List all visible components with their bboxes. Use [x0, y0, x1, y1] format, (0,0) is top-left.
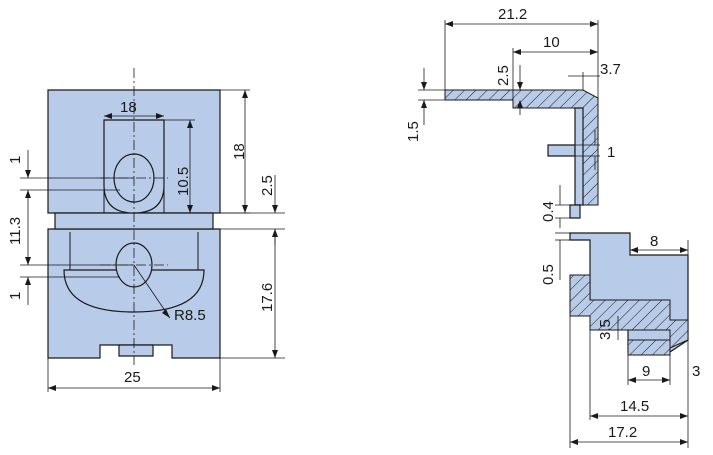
dim-slot-height: 10.5 — [175, 167, 192, 196]
dim-top-length: 21.2 — [498, 6, 527, 23]
side-pin — [547, 144, 576, 157]
dim-overall-left: 11.3 — [7, 217, 24, 245]
dim-bottom-14-5: 14.5 — [620, 398, 649, 415]
dim-wall: 3.7 — [600, 61, 621, 78]
side-view: 21.2 10 2.5 3.7 1.5 1 0.4 0.5 — [405, 6, 700, 448]
dim-bottom-3: 3 — [692, 363, 700, 380]
dim-height-lower: 17.6 — [259, 283, 276, 312]
dim-radius: R8.5 — [174, 307, 206, 324]
dim-pin: 1 — [607, 144, 615, 161]
front-view: 18 18 10.5 2.5 17.6 — [7, 68, 285, 392]
dim-top-width: 18 — [120, 99, 137, 116]
front-bottom-notch — [118, 344, 154, 357]
dim-top-step: 2.5 — [495, 65, 512, 86]
dim-left-bottom-small: 1 — [7, 292, 24, 300]
dim-gap-upper: 0.4 — [540, 201, 557, 222]
dim-hook-height: 3.5 — [597, 319, 614, 340]
dim-hook-width: 8 — [650, 233, 658, 250]
dim-lip: 1.5 — [405, 121, 422, 142]
dim-bottom-9: 9 — [642, 363, 650, 380]
dim-top-inner: 10 — [543, 34, 560, 51]
dim-width: 25 — [124, 369, 141, 386]
dim-bottom-17-2: 17.2 — [608, 424, 637, 441]
dim-left-top-small: 1 — [7, 156, 24, 164]
dim-height-upper: 18 — [231, 143, 248, 160]
dim-gap: 2.5 — [259, 175, 276, 196]
dim-gap-lower: 0.5 — [540, 264, 557, 285]
